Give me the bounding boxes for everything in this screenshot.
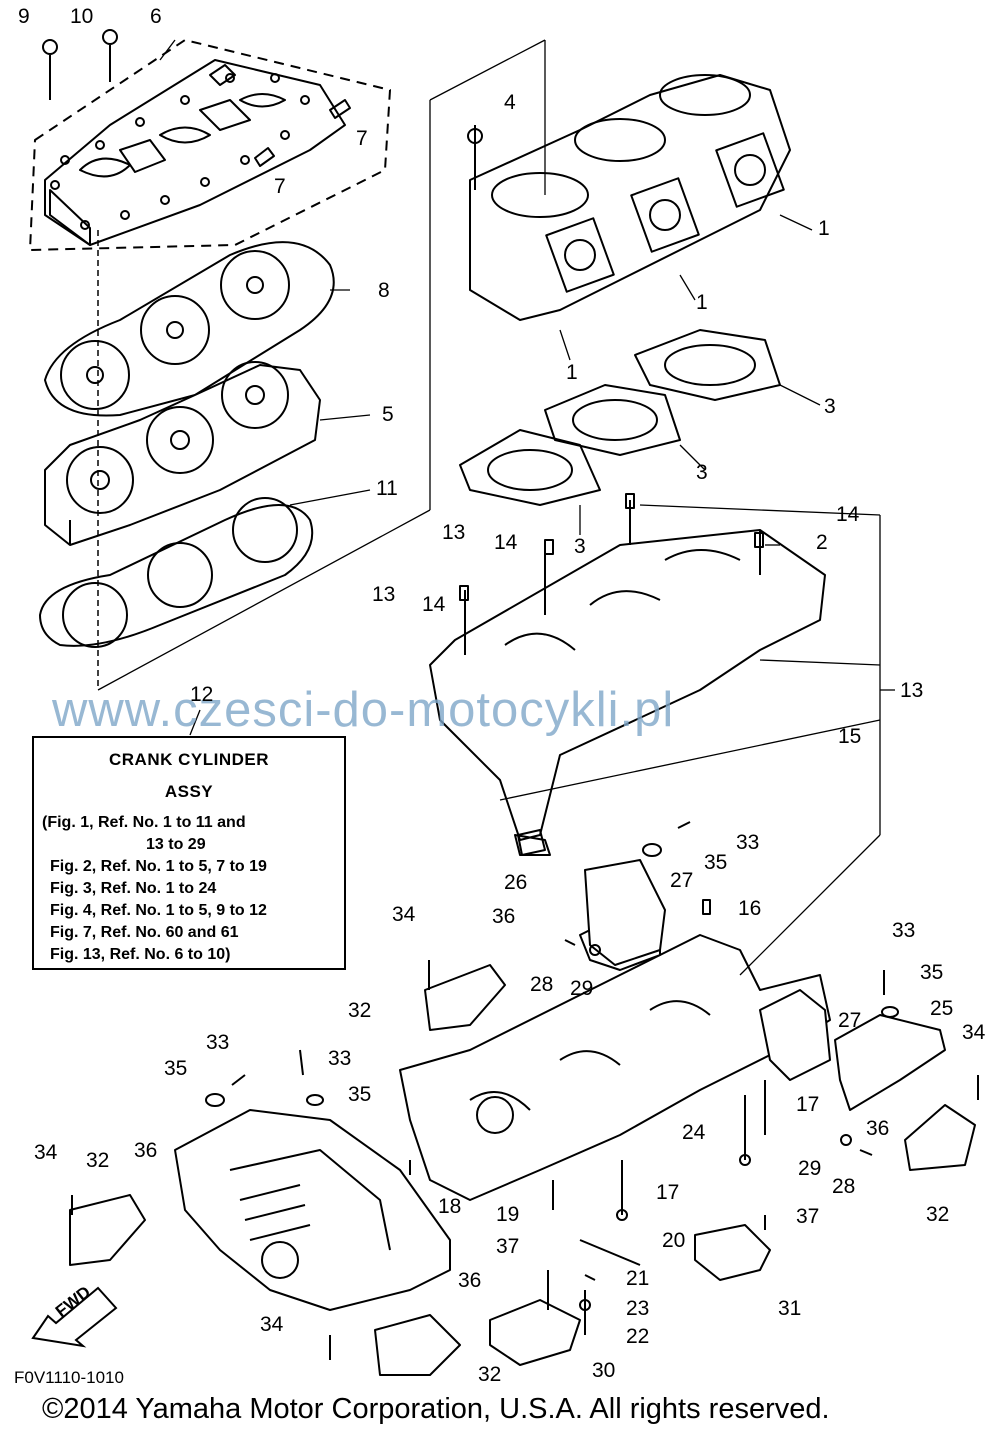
callout-2: 2	[816, 531, 828, 554]
callout-1: 1	[566, 361, 578, 384]
callout-7: 7	[356, 127, 368, 150]
callout-36: 36	[134, 1139, 158, 1162]
callout-37: 37	[496, 1235, 520, 1258]
callout-17: 17	[796, 1093, 820, 1116]
callout-9: 9	[18, 5, 30, 28]
box-line: Fig. 3, Ref. No. 1 to 24	[50, 880, 217, 897]
callout-33: 33	[328, 1047, 352, 1070]
box-line: Fig. 2, Ref. No. 1 to 5, 7 to 19	[50, 858, 267, 875]
callout-28: 28	[832, 1175, 856, 1198]
callout-14: 14	[494, 531, 518, 554]
callout-36: 36	[492, 905, 516, 928]
callout-13: 13	[372, 583, 396, 606]
callout-21: 21	[626, 1267, 650, 1290]
callout-32: 32	[86, 1149, 110, 1172]
callout-32: 32	[926, 1203, 950, 1226]
engine-mounts	[69, 964, 976, 1376]
callout-35: 35	[348, 1083, 372, 1106]
base-gaskets	[459, 329, 781, 506]
callout-12: 12	[190, 683, 214, 706]
assembly-info-box: CRANK CYLINDER ASSY (Fig. 1, Ref. No. 1 …	[32, 736, 346, 970]
callout-14: 14	[422, 593, 446, 616]
box-line: 13 to 29	[146, 836, 206, 853]
callout-10: 10	[70, 5, 94, 28]
callout-23: 23	[626, 1297, 650, 1320]
callout-36: 36	[866, 1117, 890, 1140]
box-line: Fig. 7, Ref. No. 60 and 61	[50, 924, 239, 941]
callout-6: 6	[150, 5, 162, 28]
callout-35: 35	[164, 1057, 188, 1080]
callout-26: 26	[504, 871, 528, 894]
callout-3: 3	[824, 395, 836, 418]
callout-34: 34	[392, 903, 416, 926]
cylinder-head	[44, 361, 321, 546]
callout-31: 31	[778, 1297, 802, 1320]
callout-24: 24	[682, 1121, 706, 1144]
callout-33: 33	[736, 831, 760, 854]
callout-28: 28	[530, 973, 554, 996]
upper-crankcase	[429, 500, 826, 856]
callout-4: 4	[504, 91, 516, 114]
box-title-line2: ASSY	[164, 782, 214, 801]
callout-15: 15	[838, 725, 862, 748]
callout-19: 19	[496, 1203, 520, 1226]
callout-32: 32	[478, 1363, 502, 1386]
pump-housing	[174, 1109, 451, 1311]
cylinder-head-cover	[29, 29, 391, 251]
cylinders	[467, 74, 791, 321]
callout-27: 27	[670, 869, 694, 892]
callout-13: 13	[442, 521, 466, 544]
callout-29: 29	[798, 1157, 822, 1180]
callout-36: 36	[458, 1269, 482, 1292]
callout-27: 27	[838, 1009, 862, 1032]
callout-14: 14	[836, 503, 860, 526]
callout-37: 37	[796, 1205, 820, 1228]
watermark: www.czesci-do-motocykli.pl	[52, 683, 675, 737]
box-title-line1: CRANK CYLINDER	[109, 750, 269, 769]
head-gasket-lower	[39, 497, 314, 648]
callout-33: 33	[892, 919, 916, 942]
callout-18: 18	[438, 1195, 462, 1218]
fwd-arrow-icon	[31, 1286, 118, 1348]
callout-33: 33	[206, 1031, 230, 1054]
callout-35: 35	[920, 961, 944, 984]
callout-34: 34	[962, 1021, 986, 1044]
callout-25: 25	[930, 997, 954, 1020]
callout-7: 7	[274, 175, 286, 198]
callout-20: 20	[662, 1229, 686, 1252]
figure-code: F0V1110-1010	[14, 1368, 124, 1387]
callout-13: 13	[900, 679, 924, 702]
callout-32: 32	[348, 999, 372, 1022]
box-line: Fig. 4, Ref. No. 1 to 5, 9 to 12	[50, 902, 267, 919]
callout-16: 16	[738, 897, 762, 920]
box-line: Fig. 13, Ref. No. 6 to 10)	[50, 946, 231, 963]
callout-35: 35	[704, 851, 728, 874]
callout-30: 30	[592, 1359, 616, 1382]
callout-29: 29	[570, 977, 594, 1000]
callout-34: 34	[34, 1141, 58, 1164]
callout-1: 1	[696, 291, 708, 314]
callout-22: 22	[626, 1325, 650, 1348]
callout-8: 8	[378, 279, 390, 302]
callout-3: 3	[696, 461, 708, 484]
fasteners	[71, 493, 979, 1360]
callout-1: 1	[818, 217, 830, 240]
callout-11: 11	[376, 477, 398, 500]
callout-5: 5	[382, 403, 394, 426]
callout-3: 3	[574, 535, 586, 558]
leader-lines	[97, 39, 895, 976]
callout-34: 34	[260, 1313, 284, 1336]
box-line: (Fig. 1, Ref. No. 1 to 11 and	[42, 814, 246, 831]
copyright-notice: ©2014 Yamaha Motor Corporation, U.S.A. A…	[42, 1393, 830, 1425]
head-gasket-upper	[44, 241, 335, 417]
callout-17: 17	[656, 1181, 680, 1204]
